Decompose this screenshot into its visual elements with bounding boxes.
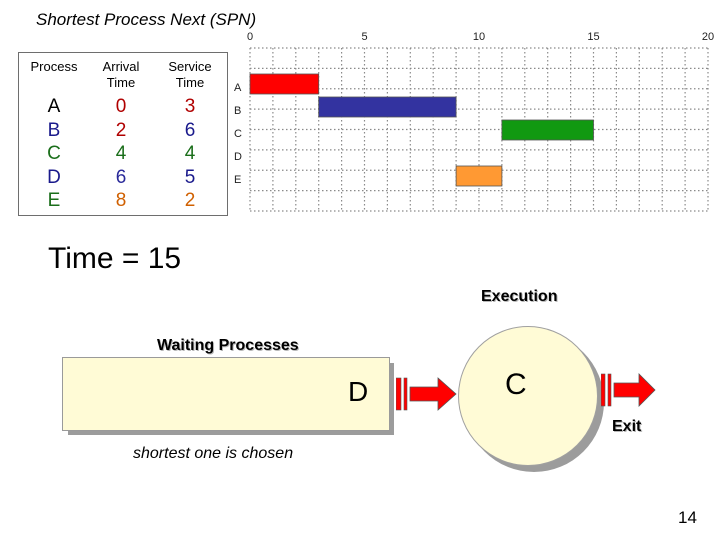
clock-label: Time = 15 — [48, 242, 182, 275]
header-arrival: Arrival Time — [102, 59, 140, 90]
gantt-tick-labels: 0 5 10 15 20 — [247, 31, 714, 43]
tick-label-3: 15 — [587, 31, 599, 43]
process-cell-1: B — [47, 119, 61, 141]
exit-label: Exit — [612, 418, 642, 435]
arrival-cell-2: 4 — [115, 143, 127, 164]
row-label-B: B — [234, 105, 241, 117]
process-cell-0: A — [47, 96, 61, 117]
bar-A — [249, 73, 320, 95]
tick-label-0: 0 — [247, 31, 253, 43]
service-cell-0: 3 — [184, 96, 196, 117]
waiting-label: Waiting Processes — [157, 337, 299, 354]
gantt-bars — [249, 73, 594, 187]
bar-E — [455, 165, 503, 187]
cpu-circle — [458, 326, 598, 466]
process-cell-2: C — [47, 143, 61, 164]
exit-arrow-icon — [601, 373, 656, 407]
page-number: 14 — [678, 508, 697, 527]
arrival-cell-1: 2 — [115, 119, 127, 141]
service-cell-4: 2 — [184, 190, 196, 211]
service-cell-1: 6 — [184, 119, 196, 141]
gantt-grid — [249, 47, 709, 212]
service-cell-3: 5 — [184, 166, 196, 188]
arrival-cell-0: 0 — [115, 96, 127, 117]
bar-C — [501, 119, 594, 141]
arrival-cell-3: 6 — [115, 166, 127, 188]
header-service: Service Time — [168, 59, 212, 90]
row-label-D: D — [234, 151, 242, 163]
bar-B — [318, 96, 457, 118]
tick-label-4: 20 — [702, 31, 714, 43]
execution-label: Execution — [481, 288, 558, 305]
process-cell-3: D — [47, 166, 61, 188]
slide-title: Shortest Process Next (SPN) — [36, 10, 257, 29]
row-label-A: A — [234, 82, 242, 94]
queued-process: D — [348, 376, 369, 407]
process-cell-4: E — [47, 190, 61, 211]
tick-label-2: 10 — [473, 31, 485, 43]
arrow-to-cpu-icon — [396, 377, 457, 411]
service-cell-2: 4 — [184, 143, 196, 164]
arrival-cell-4: 8 — [115, 190, 127, 211]
header-process: Process — [30, 59, 78, 74]
selection-note: shortest one is chosen — [133, 445, 294, 462]
executing-process: C — [505, 368, 527, 401]
row-label-C: C — [234, 128, 242, 140]
waiting-queue — [62, 357, 390, 431]
row-label-E: E — [234, 174, 241, 186]
tick-label-1: 5 — [361, 31, 367, 43]
